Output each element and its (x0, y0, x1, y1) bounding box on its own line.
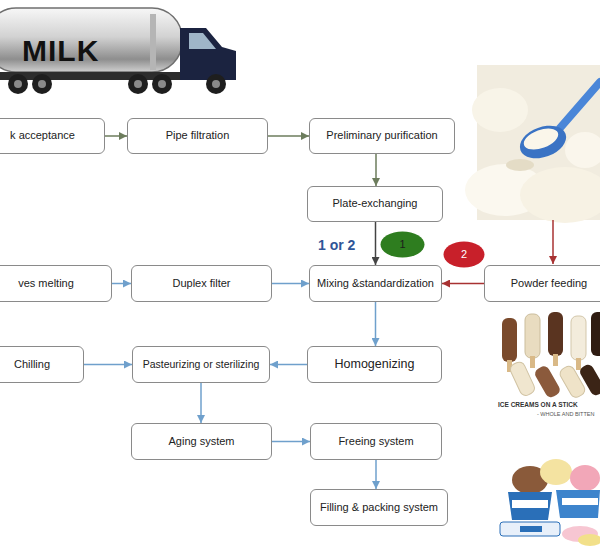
ice-cream-bar (591, 312, 600, 356)
box-text: Aging system (168, 435, 234, 448)
process-box: Plate-exchanging (307, 186, 443, 222)
ice-cream-scoop (540, 459, 572, 485)
box-text: Duplex filter (172, 277, 230, 290)
tub (508, 492, 552, 520)
box-text: ves melting (18, 277, 74, 290)
cup (578, 534, 600, 546)
milk-powder-photo (465, 65, 600, 223)
option-marker: 2 (443, 241, 485, 268)
flow-arrow (270, 364, 307, 366)
cab-window (189, 33, 216, 49)
box-text: Pipe filtration (166, 129, 230, 142)
truck-tank (0, 8, 182, 72)
process-box: Chilling (0, 346, 84, 383)
oval-shape (444, 242, 485, 268)
process-box: Pasteurizing or sterilizing (132, 346, 270, 383)
box-text: 2 (461, 248, 467, 261)
box-text: Homogenizing (335, 357, 415, 372)
lid-logo (520, 526, 542, 532)
flow-arrow (84, 364, 132, 366)
feed-line (552, 220, 554, 264)
flow-arrow (375, 460, 377, 489)
box-text: Freeing system (338, 435, 413, 448)
wheel-hub (38, 80, 46, 88)
wheel-hub (212, 80, 220, 88)
process-box: Aging system (131, 423, 272, 460)
process-box: Homogenizing (307, 346, 442, 383)
wheel-hub (14, 80, 22, 88)
ice-cream-bar (525, 314, 540, 358)
stick (576, 358, 581, 370)
process-box: Mixing &standardization (309, 265, 442, 302)
process-box: Duplex filter (131, 265, 272, 302)
wheel (8, 74, 28, 94)
box-text: Preliminary purification (326, 129, 437, 142)
ice-cream-bar (578, 363, 600, 398)
truck-cab (180, 28, 236, 80)
box-text: Pasteurizing or sterilizing (143, 358, 260, 371)
flow-arrow (105, 135, 127, 137)
wheel (32, 74, 52, 94)
tub-stripe (562, 498, 598, 505)
box-text: k acceptance (10, 129, 75, 142)
stick (553, 354, 558, 366)
powder-heap (520, 167, 600, 223)
powder-shadow (506, 159, 534, 171)
photo-caption: - WHOLE AND BITTEN (537, 412, 594, 418)
flow-arrow (375, 154, 377, 186)
flow-arrow (442, 283, 484, 285)
powder-heap (565, 132, 600, 168)
wheel (152, 74, 172, 94)
process-box: Preliminary purification (309, 118, 455, 154)
tub (556, 490, 600, 518)
flow-arrow (272, 283, 309, 285)
photo-caption: ICE CREAMS ON A STICK (498, 402, 578, 409)
ice-cream-scoop (570, 465, 600, 491)
ice-cream-bar (571, 316, 586, 360)
box-text: 1 (399, 238, 405, 251)
process-box: ves melting (0, 265, 112, 302)
powder-heap (472, 88, 528, 132)
tank-lettering: MILK (22, 36, 99, 66)
option-marker: 1 (380, 231, 425, 258)
scoop-powder (521, 124, 561, 153)
wheel-hub (134, 80, 142, 88)
box-text: Chilling (14, 358, 50, 371)
process-box: Filling & packing system (310, 489, 448, 526)
oval-shape (381, 232, 425, 258)
tank-band (150, 14, 156, 70)
flow-arrow (272, 441, 310, 443)
flow-arrow (375, 222, 377, 265)
process-box: k acceptance (0, 118, 105, 154)
ice-cream-bar (508, 360, 536, 397)
tub-stripe (512, 500, 548, 508)
box-text: Powder feeding (511, 277, 587, 290)
wheel (206, 74, 226, 94)
box-text: Plate-exchanging (332, 197, 417, 210)
milk-truck (0, 8, 236, 94)
box-text: Filling & packing system (320, 501, 438, 514)
stick (530, 356, 535, 368)
tub-lid (500, 522, 560, 536)
ice-cream-bar (548, 312, 563, 356)
process-box: Pipe filtration (127, 118, 268, 154)
flow-arrow (375, 302, 377, 346)
ice-cream-bar (533, 364, 562, 399)
flow-arrow (200, 383, 202, 423)
scoop-bowl (515, 120, 570, 165)
wheel (128, 74, 148, 94)
process-box: Powder feeding (484, 265, 600, 302)
ice-cream-bars-photo (502, 312, 600, 399)
scoop-handle (560, 82, 600, 128)
option-note: 1 or 2 (318, 238, 355, 252)
flow-arrow (268, 135, 309, 137)
ice-cream-tubs-photo (500, 459, 600, 546)
box-text: Mixing &standardization (317, 277, 434, 290)
flow-arrow (112, 283, 131, 285)
ice-cream-bar (502, 318, 517, 362)
process-box: Freeing system (310, 423, 442, 460)
wheel-hub (158, 80, 166, 88)
